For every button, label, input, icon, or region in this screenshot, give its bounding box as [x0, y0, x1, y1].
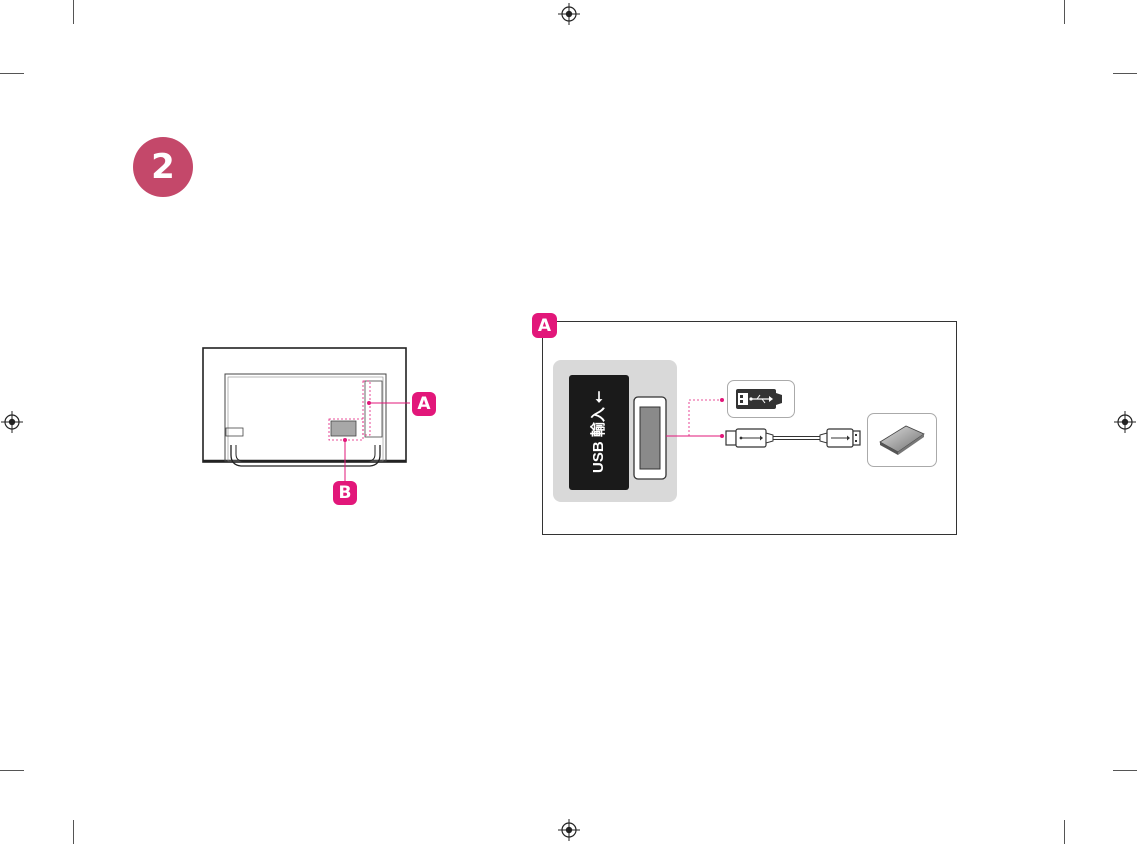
- connection-detail-panel: [542, 321, 957, 535]
- registration-mark-icon: [558, 819, 580, 841]
- crop-mark: [1113, 73, 1137, 74]
- callout-b-leader: [328, 418, 364, 482]
- callout-a-leader: [362, 380, 410, 436]
- crop-mark: [1064, 0, 1065, 24]
- registration-mark-icon: [1, 411, 23, 433]
- crop-mark: [0, 73, 24, 74]
- crop-mark: [1113, 770, 1137, 771]
- callout-a-badge: A: [412, 392, 436, 416]
- callout-b-badge: B: [333, 481, 357, 505]
- tv-back-illustration: [202, 347, 407, 467]
- crop-mark: [1064, 820, 1065, 844]
- panel-a-badge: A: [532, 313, 557, 338]
- registration-mark-icon: [558, 3, 580, 25]
- crop-mark: [0, 770, 24, 771]
- step-number-badge: 2: [133, 137, 193, 197]
- usb-flash-drive-icon: [736, 389, 782, 409]
- usb-cable-icon: [725, 428, 861, 448]
- connection-lines: [666, 398, 724, 438]
- usb-port-icon: [633, 396, 667, 480]
- crop-mark: [73, 0, 74, 24]
- usb-input-label: USB 輸入 ⭠: [590, 391, 607, 474]
- port-label-strip: [569, 375, 629, 490]
- registration-mark-icon: [1114, 411, 1136, 433]
- external-hard-drive-icon: [879, 425, 925, 455]
- crop-mark: [73, 820, 74, 844]
